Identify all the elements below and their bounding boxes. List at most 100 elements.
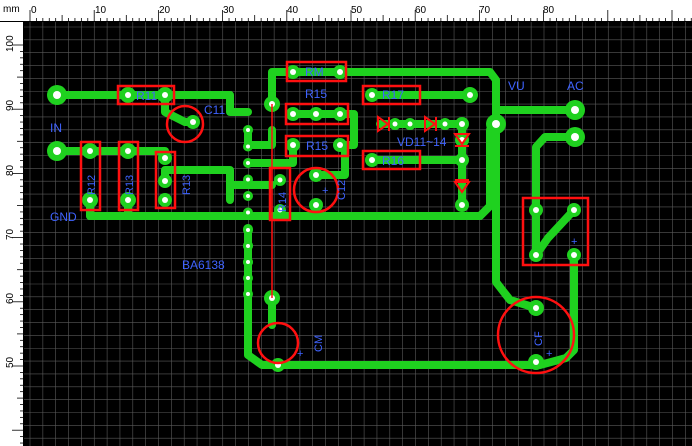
label-r14: R14	[277, 192, 289, 212]
r17-outline	[361, 84, 422, 106]
pad-hole	[337, 111, 343, 117]
pad-hole	[313, 111, 319, 117]
pad-hole	[492, 120, 500, 128]
r12-outline	[79, 140, 102, 212]
pad-hole	[571, 106, 579, 114]
plus-cm: +	[297, 348, 303, 360]
label-ic: BA6138	[182, 258, 225, 272]
pcb-canvas[interactable]: IN GND VU AC C11 R11 R12 R13 R13 R14 RM …	[24, 22, 692, 446]
left-tick-label: 70	[5, 228, 16, 240]
pad-hole	[246, 210, 250, 215]
cf-plus-trace	[492, 120, 540, 312]
pad-hole	[459, 157, 465, 163]
cf-outline	[496, 295, 576, 375]
top-tick-label: 60	[415, 5, 427, 16]
pad-hole	[277, 207, 283, 213]
rm-outline	[285, 60, 348, 83]
pad-hole	[125, 92, 131, 98]
grid	[24, 22, 692, 446]
label-c12: C12	[336, 180, 348, 200]
pad-hole	[459, 202, 465, 208]
left-ruler: 100 90 80 70 60 50	[0, 22, 24, 446]
diode-vd12	[424, 115, 437, 133]
top-tick-label: 30	[223, 5, 235, 16]
pad-hole	[337, 69, 343, 75]
pad-hole	[53, 147, 61, 155]
r16-outline	[361, 149, 422, 171]
pad-hole	[246, 161, 250, 165]
bridge-outline	[521, 196, 590, 267]
ic-ba6138-pins	[243, 125, 253, 299]
label-ac: AC	[567, 79, 584, 93]
top-tick-label: 10	[95, 5, 107, 16]
diode-vd11	[377, 115, 390, 133]
left-tick-label: 100	[5, 35, 16, 52]
pad-hole	[162, 178, 168, 184]
pad-hole	[442, 121, 448, 127]
pad-hole	[246, 194, 250, 198]
pad-hole	[571, 207, 577, 213]
ac-trace	[532, 133, 579, 259]
pad-hole	[313, 202, 319, 208]
pad-hole	[246, 260, 250, 264]
pad-hole	[337, 142, 343, 148]
label-vd: VD11~14	[397, 135, 447, 149]
left-tick-label: 80	[5, 164, 16, 176]
pad-hole	[246, 144, 250, 149]
pad-hole	[533, 305, 539, 311]
pad-hole	[162, 197, 168, 203]
top-tick-label: 40	[287, 5, 299, 16]
pad-hole	[467, 92, 473, 98]
pad-hole	[246, 128, 250, 132]
labels: IN GND VU AC C11 R11 R12 R13 R13 R14 RM …	[50, 65, 584, 360]
pad-hole	[533, 359, 539, 365]
diode-vd13	[453, 133, 471, 147]
top-tick-label: 80	[543, 5, 555, 16]
pad-hole	[533, 207, 539, 213]
label-c11: C11	[204, 103, 225, 117]
label-r15b: R15	[306, 139, 328, 153]
label-gnd: GND	[50, 210, 77, 224]
top-tick-label: 70	[479, 5, 491, 16]
top-ruler: mm 0 10 20 30 40 50 60 70 80	[0, 0, 692, 22]
label-in: IN	[50, 121, 62, 135]
top-ruler-ticks	[29, 10, 692, 22]
pad-hole	[571, 252, 577, 258]
pad-hole	[392, 121, 398, 127]
pad-hole	[246, 177, 250, 182]
pad-hole	[369, 92, 375, 98]
label-rm: RM	[305, 65, 324, 79]
pad-hole	[87, 148, 93, 154]
pad-hole	[125, 197, 131, 203]
label-r15a: R15	[305, 87, 327, 101]
pad-hole	[162, 92, 168, 98]
diode-vd14	[453, 179, 471, 194]
left-tick-label: 90	[5, 99, 16, 111]
r14-outline	[268, 166, 292, 222]
rm-loop-trace	[268, 68, 500, 128]
pad-hole	[290, 142, 296, 148]
r13a-outline	[117, 140, 140, 212]
pad-hole	[53, 91, 61, 99]
component-outlines	[79, 60, 590, 375]
pad-hole	[246, 276, 250, 280]
r13b-outline	[154, 150, 177, 210]
pad-hole	[125, 148, 131, 154]
label-r13b: R13	[181, 175, 193, 195]
top-tick-label: 0	[31, 5, 37, 16]
label-r16: R16	[382, 154, 404, 168]
pad-hole	[290, 69, 296, 75]
label-cm: CM	[313, 335, 325, 352]
r11-outline	[116, 84, 176, 106]
label-r17: R17	[382, 88, 404, 102]
r11-right-trace	[161, 91, 252, 116]
plus-ac: +	[571, 236, 577, 248]
pad-hole	[533, 252, 539, 258]
label-r12: R12	[86, 175, 98, 195]
pad-hole	[571, 133, 579, 141]
label-r11: R11	[136, 89, 157, 103]
pad-hole	[246, 292, 250, 296]
pad-hole	[290, 111, 296, 117]
r15b-outline	[284, 134, 350, 158]
left-ruler-ticks	[12, 44, 24, 444]
